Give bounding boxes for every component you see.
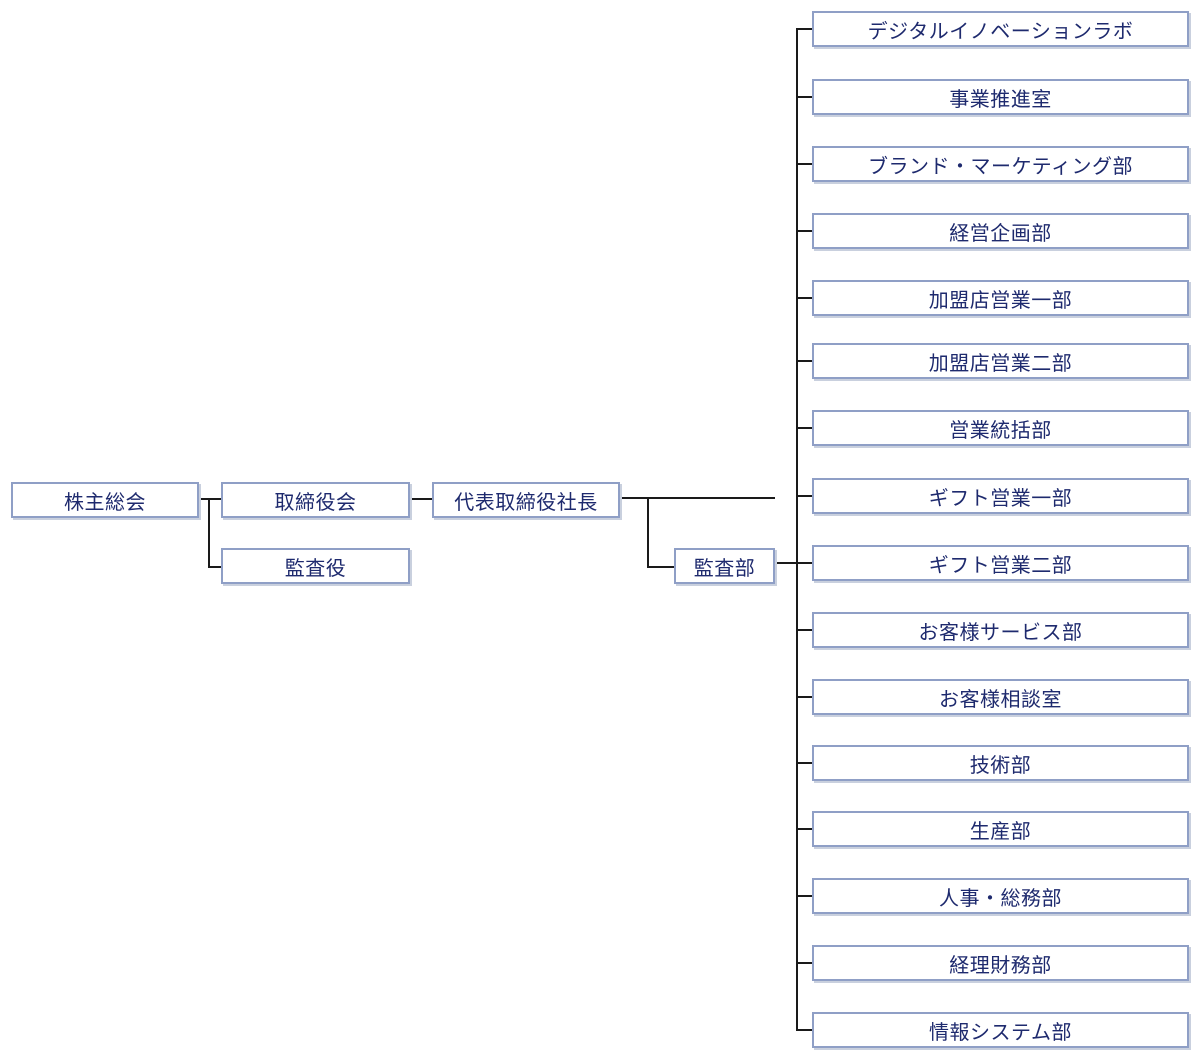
department-box: 加盟店営業一部 — [812, 280, 1189, 316]
department-box: 加盟店営業二部 — [812, 343, 1189, 379]
president-box: 代表取締役社長 — [432, 482, 620, 518]
department-box: 人事・総務部 — [812, 878, 1189, 914]
department-box: 経理財務部 — [812, 945, 1189, 981]
department-box: 生産部 — [812, 811, 1189, 847]
department-box: 情報システム部 — [812, 1012, 1189, 1048]
board-of-directors-box: 取締役会 — [221, 482, 410, 518]
department-box: お客様相談室 — [812, 679, 1189, 715]
auditor-box: 監査役 — [221, 548, 410, 584]
department-box: 事業推進室 — [812, 79, 1189, 115]
department-box: 経営企画部 — [812, 213, 1189, 249]
department-box: ギフト営業一部 — [812, 478, 1189, 514]
department-box: ギフト営業二部 — [812, 545, 1189, 581]
department-box: ブランド・マーケティング部 — [812, 146, 1189, 182]
department-box: 営業統括部 — [812, 410, 1189, 446]
department-box: 技術部 — [812, 745, 1189, 781]
department-box: デジタルイノベーションラボ — [812, 11, 1189, 47]
department-box: お客様サービス部 — [812, 612, 1189, 648]
shareholders-meeting-box: 株主総会 — [11, 482, 199, 518]
audit-department-box: 監査部 — [674, 548, 775, 584]
